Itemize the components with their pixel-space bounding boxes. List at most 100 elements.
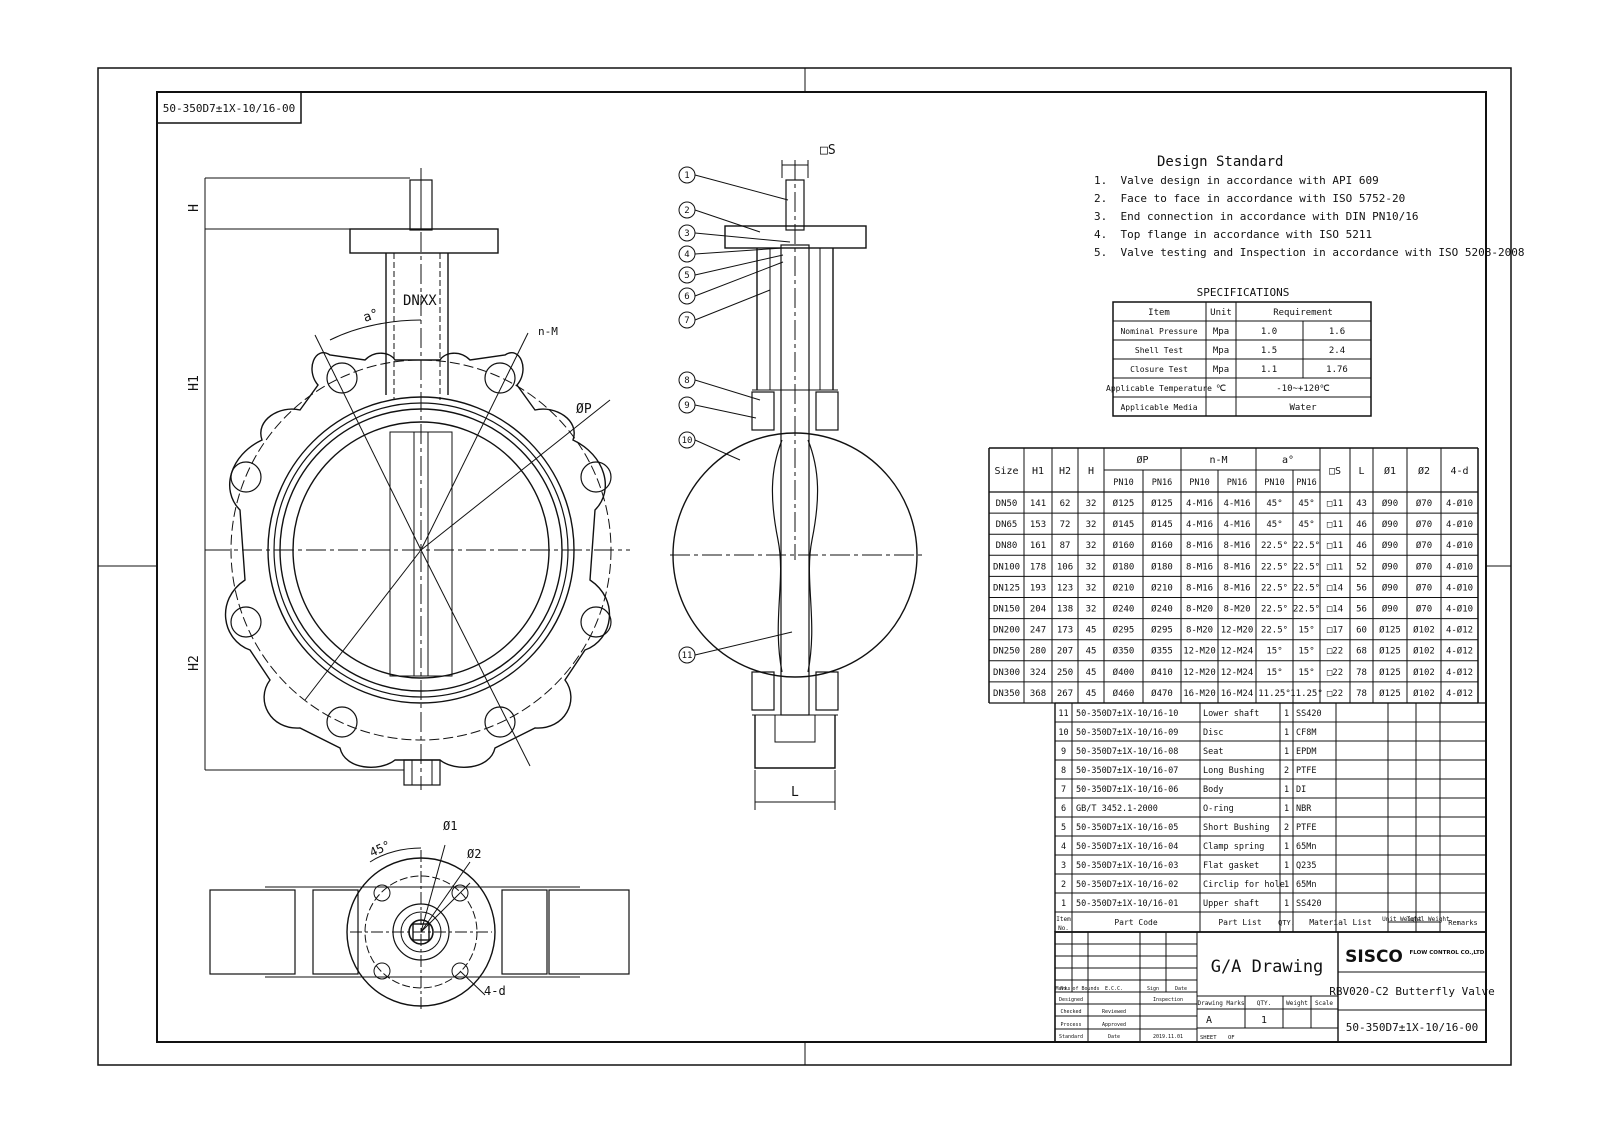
balloon-5: 5 bbox=[684, 271, 689, 281]
tb-role-label: Process bbox=[1060, 1022, 1081, 1028]
part-qty: 1 bbox=[1284, 899, 1289, 909]
dim-cell: □14 bbox=[1327, 583, 1343, 593]
dim-cell: 4-Ø10 bbox=[1446, 540, 1473, 551]
dim-cell: 45° bbox=[1298, 520, 1314, 530]
spec-row-unit: Mpa bbox=[1213, 365, 1229, 375]
dim-cell: Ø125 bbox=[1379, 625, 1401, 636]
value-qty: 1 bbox=[1261, 1015, 1267, 1026]
dim-cell: 45 bbox=[1086, 668, 1097, 678]
dim-cell: 22.5° bbox=[1293, 605, 1320, 615]
dim-cell: 4-Ø12 bbox=[1446, 625, 1473, 636]
part-name: O-ring bbox=[1203, 804, 1234, 814]
dim-cell: Ø90 bbox=[1382, 498, 1398, 509]
spec-header-item: Item bbox=[1148, 308, 1170, 318]
balloon-6: 6 bbox=[684, 292, 689, 302]
dim-cell: Ø70 bbox=[1416, 582, 1432, 593]
label-op: ØP bbox=[576, 402, 592, 417]
spec-row-unit: Mpa bbox=[1213, 327, 1229, 337]
tb-mark-header: Date bbox=[1175, 986, 1187, 992]
dim-cell: 45° bbox=[1266, 499, 1282, 509]
dim-subheader: PN16 bbox=[1296, 478, 1316, 488]
part-qty: 1 bbox=[1284, 747, 1289, 757]
part-material: CF8M bbox=[1296, 728, 1316, 738]
dim-cell: 43 bbox=[1356, 499, 1367, 509]
dim-cell: 247 bbox=[1030, 626, 1046, 636]
parts-header-code: Part Code bbox=[1114, 918, 1158, 927]
spec-row-pn16: 2.4 bbox=[1329, 346, 1345, 356]
tb-mark-header: Marks bbox=[1055, 986, 1070, 992]
spec-row-pn10: 1.5 bbox=[1261, 346, 1277, 356]
part-item-no: 4 bbox=[1061, 842, 1066, 852]
part-qty: 1 bbox=[1284, 785, 1289, 795]
dim-cell: 4-M16 bbox=[1223, 499, 1250, 509]
dim-cell: Ø125 bbox=[1151, 498, 1173, 509]
dim-cell: Ø295 bbox=[1151, 625, 1173, 636]
dim-cell: 4-M16 bbox=[1186, 520, 1213, 530]
dim-subheader: PN10 bbox=[1189, 478, 1209, 488]
dim-cell: □11 bbox=[1327, 520, 1343, 530]
balloon-10: 10 bbox=[682, 436, 693, 446]
dim-cell: 161 bbox=[1030, 541, 1046, 551]
dim-cell: Ø90 bbox=[1382, 582, 1398, 593]
dim-cell: 8-M16 bbox=[1223, 562, 1250, 572]
dim-header: H2 bbox=[1059, 466, 1071, 477]
dim-cell: 153 bbox=[1030, 520, 1046, 530]
dim-cell: 22.5° bbox=[1293, 541, 1320, 551]
dim-cell: 78 bbox=[1356, 689, 1367, 699]
product-name: RBV020-C2 Butterfly Valve bbox=[1329, 985, 1495, 998]
part-material: EPDM bbox=[1296, 747, 1316, 757]
dim-row-size: DN150 bbox=[993, 605, 1020, 615]
label-sheet: SHEET bbox=[1200, 1035, 1217, 1041]
dim-cell: 15° bbox=[1298, 626, 1314, 636]
dim-subheader: PN16 bbox=[1227, 478, 1247, 488]
parts-header-list: Part List bbox=[1218, 918, 1262, 927]
label-dnxx: DNXX bbox=[403, 293, 437, 309]
spec-row-label: Applicable Temperature bbox=[1106, 384, 1212, 393]
dim-cell: 193 bbox=[1030, 583, 1046, 593]
dim-cell: 141 bbox=[1030, 499, 1046, 509]
dim-cell: 16-M24 bbox=[1221, 689, 1254, 699]
spec-row-unit: Mpa bbox=[1213, 346, 1229, 356]
dim-cell: 45 bbox=[1086, 626, 1097, 636]
dim-cell: 60 bbox=[1356, 626, 1367, 636]
dim-cell: 4-Ø12 bbox=[1446, 667, 1473, 678]
part-name: Long Bushing bbox=[1203, 766, 1264, 776]
dim-cell: 32 bbox=[1086, 583, 1097, 593]
part-qty: 1 bbox=[1284, 709, 1289, 719]
section-view bbox=[670, 160, 925, 810]
part-item-no: 11 bbox=[1058, 709, 1068, 719]
dim-cell: 72 bbox=[1060, 520, 1071, 530]
parts-header-qty: QTY. bbox=[1278, 919, 1295, 927]
part-code: 50-350D7±1X-10/16-06 bbox=[1076, 785, 1178, 795]
part-material: DI bbox=[1296, 785, 1306, 795]
label-4d: 4-d bbox=[484, 984, 506, 998]
dim-cell: 4-Ø10 bbox=[1446, 582, 1473, 593]
part-item-no: 7 bbox=[1061, 785, 1066, 795]
part-qty: 1 bbox=[1284, 728, 1289, 738]
dim-cell: 15° bbox=[1298, 668, 1314, 678]
dim-row-size: DN50 bbox=[996, 499, 1018, 509]
drawing-number-top: 50-350D7±1X-10/16-00 bbox=[163, 102, 295, 115]
dim-cell: 8-M16 bbox=[1186, 583, 1213, 593]
dim-cell: 4-Ø12 bbox=[1446, 688, 1473, 699]
dim-cell: 22.5° bbox=[1293, 562, 1320, 572]
dim-cell: □22 bbox=[1327, 647, 1343, 657]
dim-cell: □22 bbox=[1327, 689, 1343, 699]
dim-cell: Ø102 bbox=[1413, 688, 1435, 699]
dim-cell: Ø70 bbox=[1416, 519, 1432, 530]
dim-cell: Ø295 bbox=[1113, 625, 1135, 636]
balloon-4: 4 bbox=[684, 250, 689, 260]
dim-cell: 22.5° bbox=[1261, 541, 1288, 551]
part-code: 50-350D7±1X-10/16-07 bbox=[1076, 766, 1178, 776]
dim-cell: 62 bbox=[1060, 499, 1071, 509]
dim-cell: Ø470 bbox=[1151, 688, 1173, 699]
part-qty: 1 bbox=[1284, 861, 1289, 871]
dim-subheader: PN16 bbox=[1152, 478, 1172, 488]
dim-cell: 4-Ø12 bbox=[1446, 646, 1473, 657]
dim-H2: H2 bbox=[187, 655, 202, 671]
dim-row-size: DN200 bbox=[993, 626, 1020, 636]
title-drawing-number: 50-350D7±1X-10/16-00 bbox=[1346, 1021, 1478, 1034]
dim-cell: 32 bbox=[1086, 520, 1097, 530]
dim-cell: 15° bbox=[1298, 647, 1314, 657]
dim-cell: 22.5° bbox=[1261, 626, 1288, 636]
